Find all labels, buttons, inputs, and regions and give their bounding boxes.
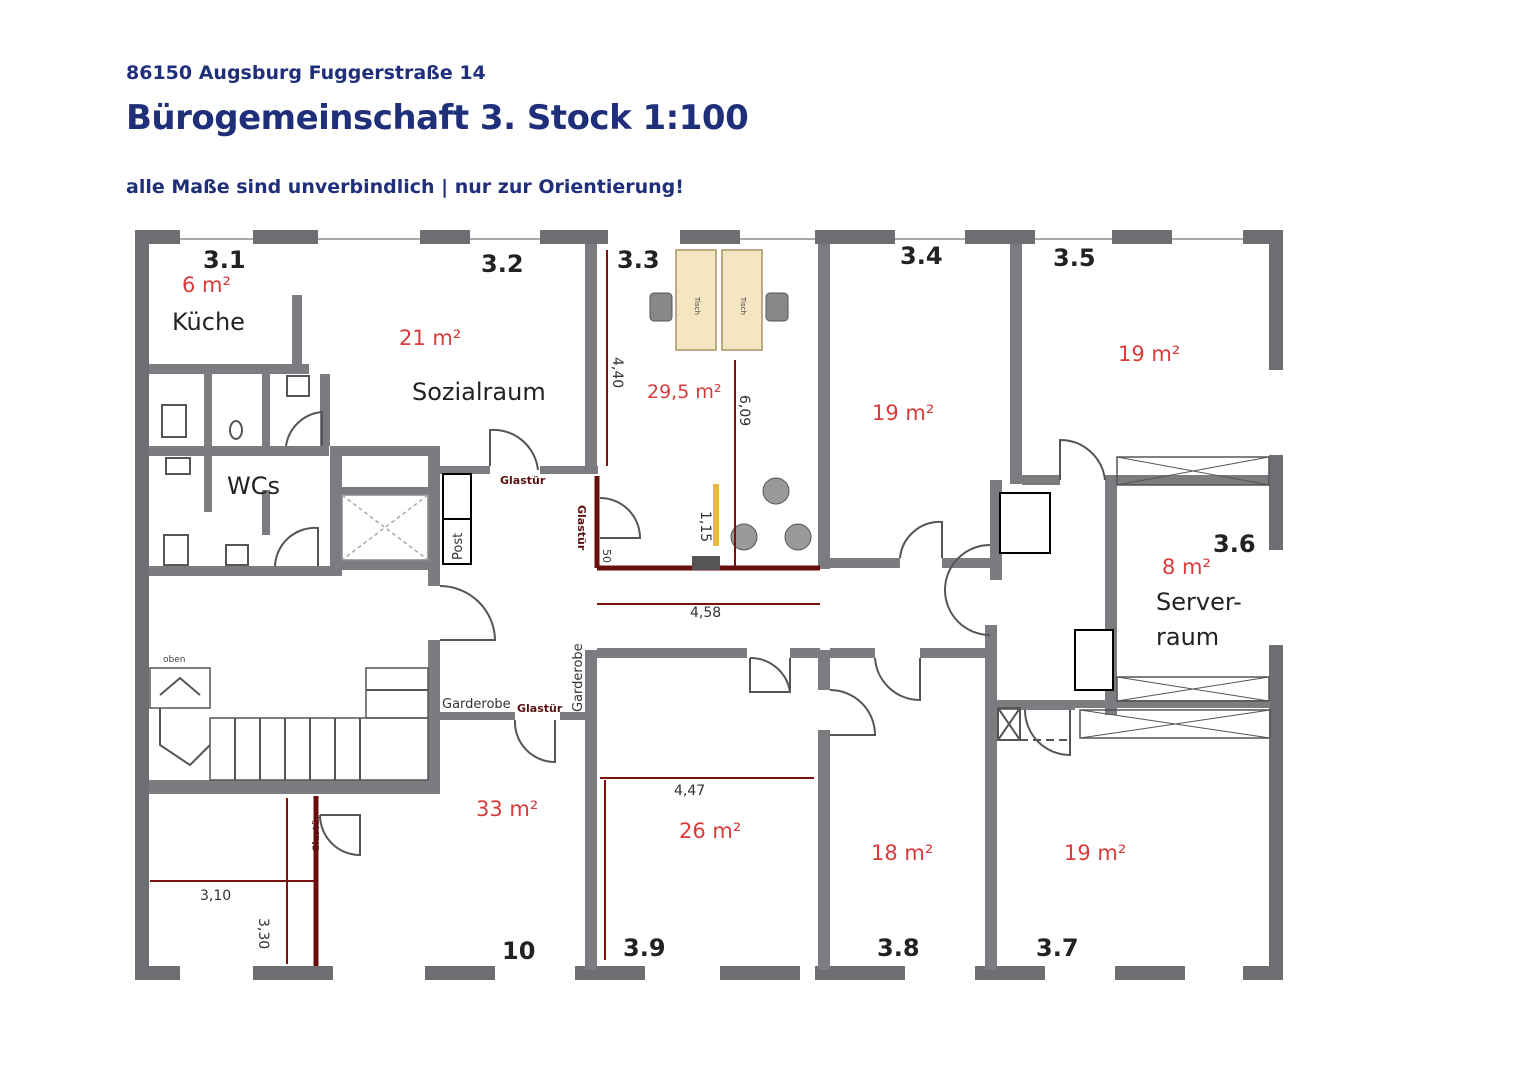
- plan-title: Bürogemeinschaft 3. Stock 1:100: [126, 98, 749, 138]
- room-3-6-label: 3.6: [1213, 530, 1256, 558]
- room-3-3-area: 29,5 m²: [647, 381, 721, 403]
- room-3-2-area: 21 m²: [399, 326, 461, 350]
- room-3-8-area: 18 m²: [871, 841, 933, 865]
- room-10-label: 10: [502, 937, 535, 965]
- interior-walls: [149, 244, 1270, 970]
- room-3-8-label: 3.8: [877, 934, 920, 962]
- dim-1-15: 1,15: [697, 511, 713, 542]
- office-furniture: [649, 249, 812, 551]
- room-3-1-name: Küche: [172, 308, 245, 336]
- dim-6-09: 6,09: [736, 395, 752, 426]
- dim-50: 50: [600, 549, 613, 563]
- room-3-5-label: 3.5: [1053, 244, 1096, 272]
- dim-4-40: 4,40: [609, 357, 625, 388]
- misc-labels: Post Garderobe Garderobe Glastür Glastür…: [163, 296, 747, 852]
- post-label: Post: [451, 533, 466, 560]
- dimension-labels: 4,40 6,09 1,15 50 4,58 4,47 3,10 3,30: [200, 357, 752, 949]
- room-3-3-label: 3.3: [617, 246, 660, 274]
- desk-label-left: Tisch: [693, 296, 701, 315]
- room-3-7-area: 19 m²: [1064, 841, 1126, 865]
- room-3-6-name-line2: raum: [1156, 623, 1219, 651]
- glastuer-label-room-10: Glastür: [312, 814, 322, 852]
- dim-4-47: 4,47: [674, 783, 705, 799]
- room-3-4-area: 19 m²: [872, 401, 934, 425]
- room-3-9-label: 3.9: [623, 934, 666, 962]
- room-3-6-area: 8 m²: [1162, 555, 1211, 579]
- dim-4-58: 4,58: [690, 605, 721, 621]
- room-3-5-area: 19 m²: [1118, 342, 1180, 366]
- fixtures: [149, 375, 1271, 781]
- glass-walls: [313, 476, 820, 966]
- garderobe-vertical-label: Garderobe: [571, 643, 586, 712]
- desk-label-right: Tisch: [739, 296, 747, 315]
- room-3-6-name-line1: Server-: [1156, 588, 1242, 616]
- room-3-9-area: 26 m²: [679, 819, 741, 843]
- garderobe-label: Garderobe: [442, 697, 511, 712]
- room-3-2-label: 3.2: [481, 250, 524, 278]
- room-3-7-label: 3.7: [1036, 934, 1079, 962]
- glastuer-label-sozialraum: Glastür: [500, 474, 546, 487]
- wc-name: WCs: [227, 472, 280, 500]
- room-3-1-label: 3.1: [203, 246, 246, 274]
- doors: [274, 410, 1106, 857]
- dim-3-30: 3,30: [255, 918, 271, 949]
- dim-3-10: 3,10: [200, 888, 231, 904]
- dimension-lines: [150, 250, 820, 964]
- room-10-area: 33 m²: [476, 797, 538, 821]
- glastuer-label-3-3: Glastür: [575, 505, 588, 551]
- address-line: 86150 Augsburg Fuggerstraße 14: [126, 62, 486, 84]
- stairs-up-label: oben: [163, 655, 185, 665]
- room-3-2-name: Sozialraum: [412, 378, 546, 406]
- room-3-1-area: 6 m²: [182, 273, 231, 297]
- disclaimer-note: alle Maße sind unverbindlich | nur zur O…: [126, 176, 684, 198]
- room-3-4-label: 3.4: [900, 242, 943, 270]
- glastuer-label-garderobe: Glastür: [517, 702, 563, 715]
- room-labels: 3.1 6 m² Küche 3.2 21 m² Sozialraum 3.3 …: [172, 242, 1256, 965]
